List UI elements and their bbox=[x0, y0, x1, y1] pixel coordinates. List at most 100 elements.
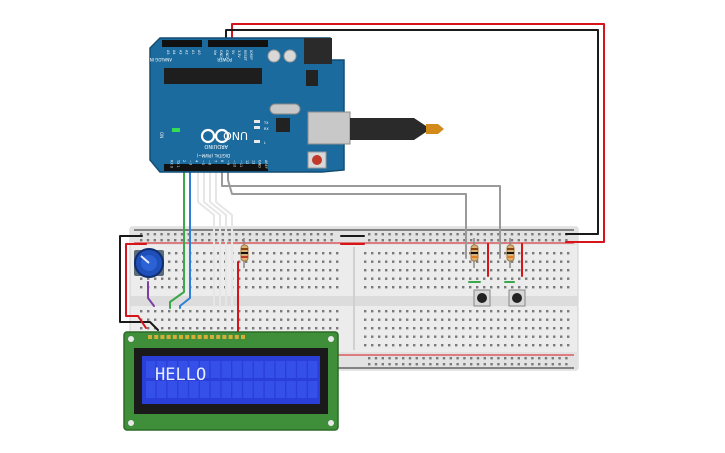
lcd-pin bbox=[166, 335, 171, 339]
lcd-pin bbox=[234, 335, 239, 339]
led-label: RX bbox=[264, 127, 269, 131]
lcd-cell bbox=[156, 381, 167, 398]
arduino-brand-label: ARDUINO bbox=[204, 143, 228, 149]
lcd-cell bbox=[146, 381, 156, 398]
digital-pin-label: ~5 bbox=[201, 160, 205, 165]
power-pin-label: Vin bbox=[213, 50, 217, 55]
on-led bbox=[172, 128, 180, 132]
lcd-cell bbox=[221, 381, 231, 398]
arduino-uno-board: UNO ARDUINO DIGITAL (PWM~) ANALOG IN POW… bbox=[149, 37, 444, 173]
lcd-cell bbox=[297, 361, 307, 378]
lcd-cell bbox=[200, 361, 210, 378]
digital-pin-label: 8 bbox=[220, 160, 224, 162]
lcd-cell bbox=[167, 361, 177, 378]
digital-pin-label: TX 1 bbox=[176, 159, 180, 168]
lcd-cell bbox=[178, 381, 188, 398]
lcd-pin bbox=[216, 335, 221, 339]
analog-pin-label: A4 bbox=[172, 50, 176, 54]
arduino-logo-icon bbox=[214, 128, 230, 144]
pushbutton-2[interactable] bbox=[508, 289, 526, 307]
wire-left-vcc-red bbox=[125, 243, 147, 329]
lcd-pin bbox=[197, 335, 202, 339]
usb-port bbox=[307, 111, 351, 145]
lcd-cell bbox=[243, 381, 253, 398]
lcd-character-cells bbox=[146, 361, 318, 398]
digital-pin-label: ~9 bbox=[226, 160, 230, 165]
lcd-cell bbox=[189, 361, 199, 378]
lcd-pin bbox=[179, 335, 183, 339]
lcd-16x2: HELLO bbox=[123, 331, 339, 431]
usb-cable-end bbox=[426, 124, 444, 134]
resistor-backlight bbox=[240, 238, 249, 268]
analog-pin-label: A5 bbox=[166, 50, 170, 54]
digital-pin-label: AREF bbox=[264, 160, 268, 169]
power-pin-label: IOREF bbox=[249, 50, 253, 60]
wire-lcd-d7 bbox=[197, 171, 215, 307]
analog-pin-label: A3 bbox=[178, 50, 182, 54]
wire-lcd-e-blue bbox=[179, 171, 191, 309]
resistor-button2 bbox=[506, 238, 515, 268]
power-pin-label: GND bbox=[219, 50, 223, 58]
lcd-pin bbox=[228, 335, 233, 339]
potentiometer[interactable] bbox=[134, 248, 164, 278]
lcd-pin bbox=[160, 335, 165, 339]
lcd-pin bbox=[210, 335, 214, 339]
lcd-cell bbox=[200, 381, 210, 398]
digital-pin-label: ~3 bbox=[188, 160, 192, 165]
wire-button1-gray bbox=[227, 171, 467, 259]
tx-led bbox=[254, 120, 260, 123]
lcd-cell bbox=[275, 381, 285, 398]
wire-lcd-rs-green bbox=[169, 171, 185, 309]
wires bbox=[119, 23, 605, 333]
usb-chip bbox=[276, 118, 290, 132]
lcd-cell bbox=[264, 381, 275, 398]
lcd-cell bbox=[146, 361, 156, 378]
lcd-cell bbox=[167, 381, 177, 398]
atmega-chip bbox=[164, 68, 262, 84]
pushbutton-1[interactable] bbox=[473, 289, 491, 307]
power-pin-label: 5V bbox=[231, 50, 235, 55]
analog-pin-label: A0 bbox=[197, 50, 201, 54]
lcd-cell bbox=[210, 381, 221, 398]
lcd-pin bbox=[148, 335, 152, 339]
digital-header-label: DIGITAL (PWM~) bbox=[196, 153, 230, 158]
digital-pin-label: ~6 bbox=[207, 160, 211, 165]
power-pin-label: RESET bbox=[243, 50, 247, 62]
lcd-pin bbox=[191, 335, 196, 339]
lcd-cell bbox=[156, 361, 167, 378]
digital-pin-label: ~10 bbox=[233, 160, 237, 167]
lcd-pin bbox=[203, 335, 208, 339]
digital-pin-label: GND bbox=[258, 160, 262, 168]
rx-led bbox=[254, 126, 260, 129]
lcd-pin-header bbox=[148, 335, 245, 339]
capacitor-1 bbox=[267, 49, 281, 63]
digital-pin-label: 12 bbox=[245, 160, 249, 164]
usb-cable bbox=[350, 118, 426, 140]
lcd-cell bbox=[210, 361, 221, 378]
pot-knob-indicator bbox=[140, 255, 150, 264]
lcd-cell bbox=[232, 361, 242, 378]
resistor-button1 bbox=[470, 238, 479, 268]
lcd-pin bbox=[241, 335, 245, 339]
led-label: L bbox=[264, 141, 266, 145]
lcd-cell bbox=[286, 381, 296, 398]
led-label: TX bbox=[263, 121, 269, 125]
digital-pin-label: 2 bbox=[182, 160, 186, 162]
dc-jack bbox=[304, 38, 332, 64]
lcd-cell bbox=[221, 361, 231, 378]
lcd-cell bbox=[297, 381, 307, 398]
wire-lcd-d4 bbox=[215, 171, 233, 307]
lcd-mount-hole-br bbox=[328, 420, 334, 426]
power-header bbox=[208, 40, 268, 47]
crystal-oscillator bbox=[269, 103, 301, 115]
analog-header-label: ANALOG IN bbox=[150, 57, 172, 62]
lcd-cell bbox=[254, 361, 264, 378]
on-label: ON bbox=[159, 132, 164, 138]
power-pin-label: GND bbox=[225, 50, 229, 58]
lcd-mount-hole-tr bbox=[328, 336, 334, 342]
analog-pin-label: A2 bbox=[185, 50, 189, 54]
wire-pot-purple bbox=[147, 281, 155, 307]
lcd-cell bbox=[243, 361, 253, 378]
